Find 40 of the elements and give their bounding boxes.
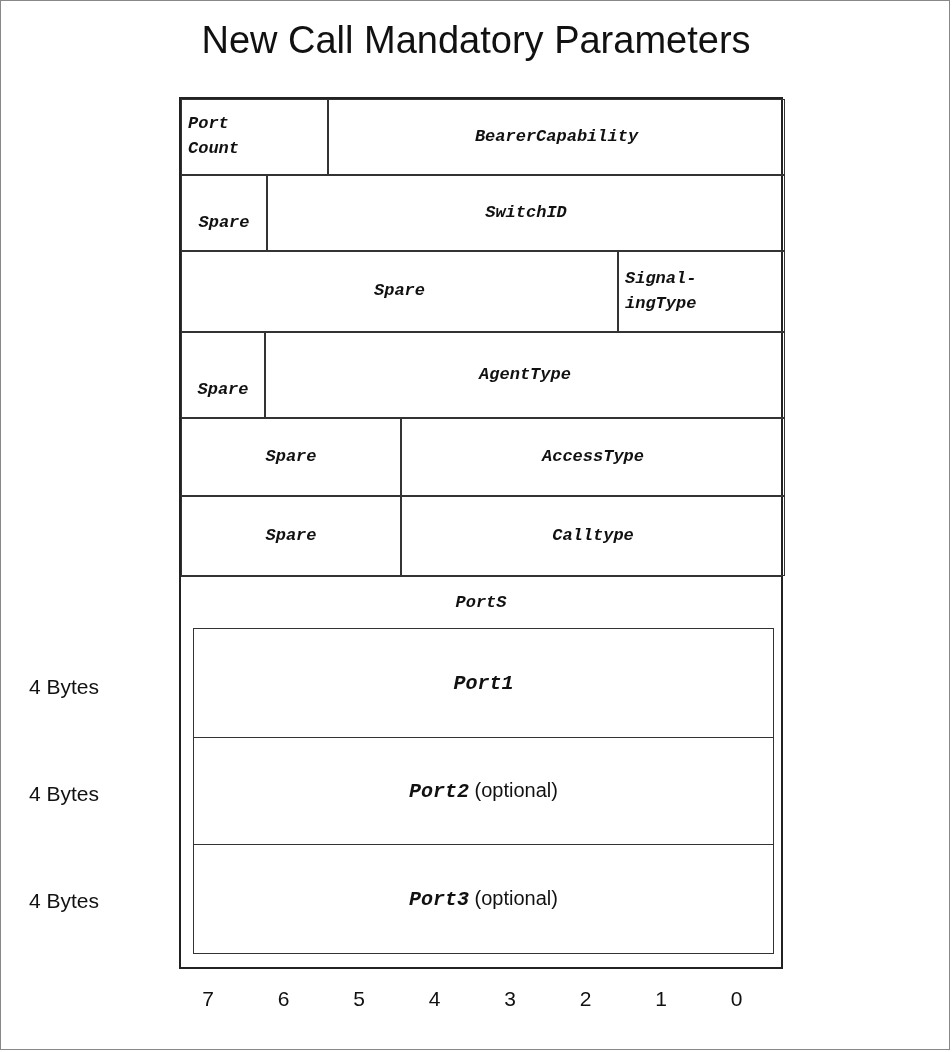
- bit-number: 4: [427, 987, 442, 1011]
- field-cell: [401, 496, 785, 576]
- field-cell: [181, 175, 267, 251]
- field-name: PortS: [455, 592, 507, 614]
- field-name: BearerCapability: [474, 125, 639, 148]
- field-cell: [181, 496, 401, 576]
- bit-number: 7: [201, 987, 215, 1011]
- field-name: Calltype: [552, 524, 634, 547]
- size-label: 4 Bytes: [29, 782, 100, 806]
- diagram-title: New Call Mandatory Parameters: [200, 19, 752, 62]
- field-label: Port3 (optional): [409, 886, 558, 913]
- field-cell: [265, 332, 785, 418]
- bit-number: 5: [352, 987, 366, 1011]
- field-name: Port Count: [188, 113, 240, 160]
- bit-number: 2: [578, 987, 593, 1011]
- field-name: Spare: [265, 524, 317, 547]
- field-name: SwitchID: [485, 201, 567, 224]
- field-cell: [181, 418, 401, 496]
- field-name: Spare: [374, 280, 425, 303]
- field-cell: [181, 251, 618, 332]
- field-name: Spare: [197, 379, 249, 402]
- field-cell: [181, 99, 328, 175]
- size-label: 4 Bytes: [29, 889, 100, 913]
- field-name: Spare: [198, 212, 250, 235]
- field-cell: [181, 332, 265, 418]
- bit-number: 0: [729, 987, 744, 1011]
- field-name: AccessType: [542, 445, 644, 468]
- field-cell: [401, 418, 785, 496]
- field-cell: [328, 99, 785, 175]
- field-cell: [267, 175, 785, 251]
- size-label: 4 Bytes: [29, 675, 100, 699]
- field-label: Port1: [453, 671, 514, 697]
- field-name: Signal- ingType: [625, 267, 698, 315]
- bit-number: 1: [654, 987, 668, 1011]
- field-name: AgentType: [479, 363, 571, 386]
- field-label: Port2 (optional): [409, 778, 558, 805]
- field-name: Spare: [265, 445, 317, 468]
- field-cell: [618, 251, 785, 332]
- bit-number: 6: [276, 987, 291, 1011]
- bit-number: 3: [503, 987, 517, 1011]
